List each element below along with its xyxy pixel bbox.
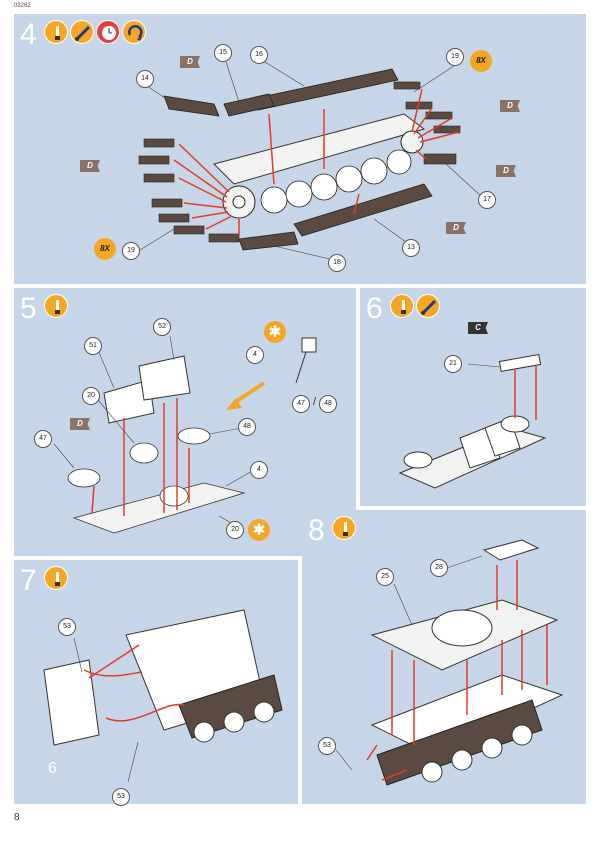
step-6-panel: 6 21 C bbox=[360, 288, 586, 506]
glue-icon bbox=[44, 20, 68, 44]
step-8-panel: 8 bbox=[302, 510, 586, 804]
part-callout-4: 4 bbox=[250, 461, 268, 479]
part-callout-20: 20 bbox=[82, 387, 100, 405]
step-number: 8 bbox=[308, 514, 325, 547]
part-callout-16: 14 bbox=[136, 70, 154, 88]
asterisk-icon: ✱ bbox=[264, 321, 286, 343]
decal-flag-d: D bbox=[500, 100, 520, 112]
part-callout-53: 53 bbox=[58, 618, 76, 636]
part-callout-14: 16 bbox=[250, 46, 268, 64]
decal-flag-d: D bbox=[80, 160, 100, 172]
part-callout-53b: 53 bbox=[112, 788, 130, 806]
glue-icon bbox=[390, 294, 414, 318]
step-number: 6 bbox=[366, 292, 383, 325]
paint-brush-icon bbox=[70, 20, 94, 44]
page-number: 8 bbox=[14, 812, 20, 823]
clock-icon bbox=[96, 20, 120, 44]
step-number: 5 bbox=[20, 292, 37, 325]
step-5-panel: 5 bbox=[14, 288, 356, 556]
part-callout-20b: 20 bbox=[226, 521, 244, 539]
part-callout-52: 52 bbox=[153, 318, 171, 336]
part-callout-4b: 4 bbox=[246, 346, 264, 364]
part-callout-51: 51 bbox=[84, 337, 102, 355]
part-callout-15: 15 bbox=[214, 44, 232, 62]
part-callout-21: 21 bbox=[444, 355, 462, 373]
glue-icon bbox=[44, 294, 68, 318]
decal-flag-d: D bbox=[446, 222, 466, 234]
step-5-illustration bbox=[53, 335, 317, 534]
decal-flag-d: D bbox=[496, 165, 516, 177]
step-number: 4 bbox=[20, 18, 37, 51]
part-callout-25: 25 bbox=[376, 568, 394, 586]
rotate-icon bbox=[122, 20, 146, 44]
part-callout-53: 53 bbox=[318, 737, 336, 755]
step-8-illustration bbox=[335, 539, 564, 786]
part-callout-48: 48 bbox=[238, 418, 256, 436]
step-6-illustration bbox=[398, 354, 547, 489]
part-callout-28: 28 bbox=[430, 559, 448, 577]
decal-flag-d: D bbox=[180, 56, 200, 68]
part-callout-19b: 19 bbox=[122, 242, 140, 260]
step-4-panel: 4 bbox=[14, 14, 586, 284]
reference-label: 6 bbox=[48, 760, 57, 777]
decal-flag-c: C bbox=[468, 322, 488, 334]
glue-icon bbox=[44, 566, 68, 590]
part-callout-48b: 48 bbox=[319, 395, 337, 413]
glue-icon bbox=[332, 516, 356, 540]
part-callout-13: 13 bbox=[402, 239, 420, 257]
part-callout-19: 19 bbox=[446, 48, 464, 66]
step-7-illustration bbox=[43, 609, 283, 783]
quantity-8x-badge: 8X bbox=[94, 238, 116, 260]
part-callout-47b: 47 bbox=[292, 395, 310, 413]
paint-brush-icon bbox=[416, 294, 440, 318]
part-callout-47: 47 bbox=[34, 430, 52, 448]
kit-code: 03262 bbox=[14, 3, 31, 9]
part-callout-17: 17 bbox=[478, 191, 496, 209]
step-7-panel: 7 53 53 6 bbox=[14, 560, 298, 806]
step-4-illustration bbox=[138, 58, 483, 261]
part-callout-18: 18 bbox=[328, 254, 346, 272]
asterisk-icon: ✱ bbox=[248, 519, 270, 541]
step-number: 7 bbox=[20, 564, 37, 597]
part-separator: / bbox=[313, 396, 317, 408]
upper-track bbox=[251, 68, 399, 111]
quantity-8x-badge: 8X bbox=[470, 50, 492, 72]
decal-flag-d: D bbox=[70, 418, 90, 430]
